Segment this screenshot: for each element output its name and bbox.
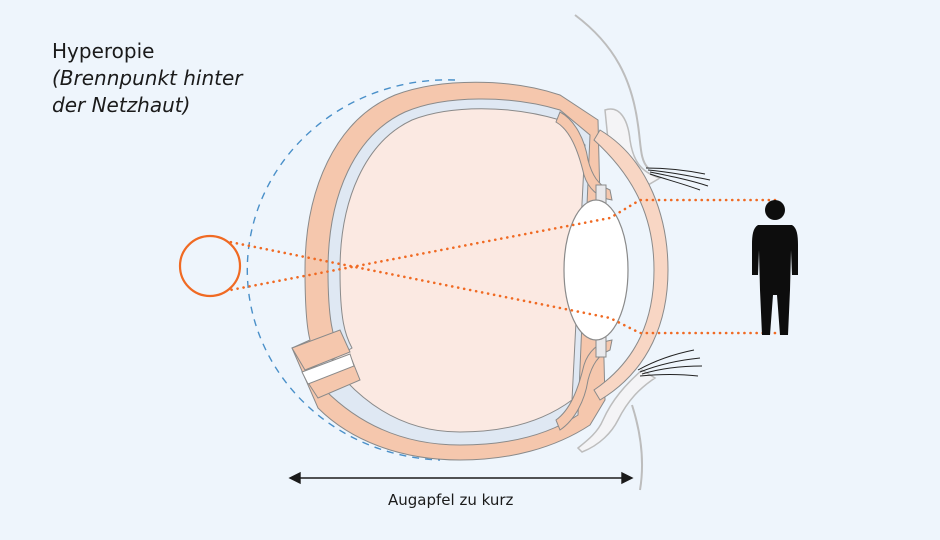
light-rays [218,198,777,335]
upper-face-outline [574,14,649,169]
diagram-title: Hyperopie (Brennpunkt hinter der Netzhau… [52,38,243,119]
lower-eyelashes [637,349,703,377]
title-sub-line2: der Netzhaut) [52,93,191,117]
eyeball-length-label: Augapfel zu kurz [388,491,514,509]
lens [563,199,629,341]
lower-eyelid [576,369,657,453]
lower-face-outline [631,404,643,491]
normal-eyeball-outline [246,79,456,461]
title-sub-line1: (Brennpunkt hinter [52,66,243,90]
eyeball-length-arrow [288,471,634,485]
cornea [593,129,669,401]
retina-image-circle [178,234,242,298]
title-main: Hyperopie [52,39,155,63]
ciliary-body-lower [555,339,613,431]
ciliary-body-upper [555,111,613,201]
vitreous-body [331,108,586,433]
optic-nerve-channel [301,353,355,385]
upper-eyelashes [645,167,711,191]
standing-person-icon [752,200,798,335]
